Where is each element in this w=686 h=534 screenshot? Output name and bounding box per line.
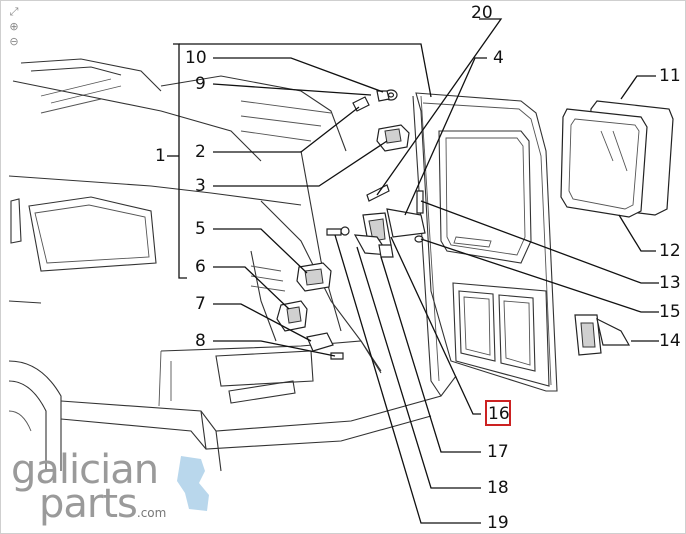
selected-callout-highlight (485, 400, 511, 426)
callout-11[interactable]: 11 (659, 66, 681, 86)
callout-labels: 1 2 3 4 5 6 7 8 9 10 11 12 13 14 15 16 1… (155, 3, 681, 533)
logo-line-1: galician (11, 447, 159, 493)
callout-1[interactable]: 1 (155, 146, 166, 166)
callout-18[interactable]: 18 (487, 478, 509, 498)
callout-5[interactable]: 5 (195, 219, 206, 239)
callout-6[interactable]: 6 (195, 257, 206, 277)
callout-16[interactable]: 16 (488, 404, 510, 424)
logo-line-2: parts.com (39, 484, 167, 530)
callout-17[interactable]: 17 (487, 442, 509, 462)
zoom-out-icon[interactable]: ⊖ (9, 35, 19, 48)
callout-19[interactable]: 19 (487, 513, 509, 533)
hinge-parts (276, 89, 631, 360)
logo-word-parts: parts (39, 481, 138, 527)
zoom-toolbar: ⤢ ⊕ ⊖ (7, 5, 23, 50)
callout-7[interactable]: 7 (195, 294, 206, 314)
window-glass-part (560, 100, 674, 218)
van-body-drawing (8, 58, 457, 472)
logo-map-icon (177, 456, 209, 511)
callout-10[interactable]: 10 (185, 48, 207, 68)
callout-20[interactable]: 20 (471, 3, 493, 23)
logo-suffix: .com (136, 506, 167, 520)
fit-screen-icon[interactable]: ⤢ (9, 5, 19, 18)
leader-lines (167, 18, 659, 524)
callout-13[interactable]: 13 (659, 273, 681, 293)
callout-14[interactable]: 14 (659, 331, 681, 351)
callout-15[interactable]: 15 (659, 302, 681, 322)
brand-logo: galician parts.com (11, 450, 167, 530)
callout-8[interactable]: 8 (195, 331, 206, 351)
callout-2[interactable]: 2 (195, 142, 206, 162)
callout-9[interactable]: 9 (195, 74, 206, 94)
callout-3[interactable]: 3 (195, 176, 206, 196)
callout-4[interactable]: 4 (493, 48, 504, 68)
callout-12[interactable]: 12 (659, 241, 681, 261)
zoom-in-icon[interactable]: ⊕ (9, 20, 19, 33)
